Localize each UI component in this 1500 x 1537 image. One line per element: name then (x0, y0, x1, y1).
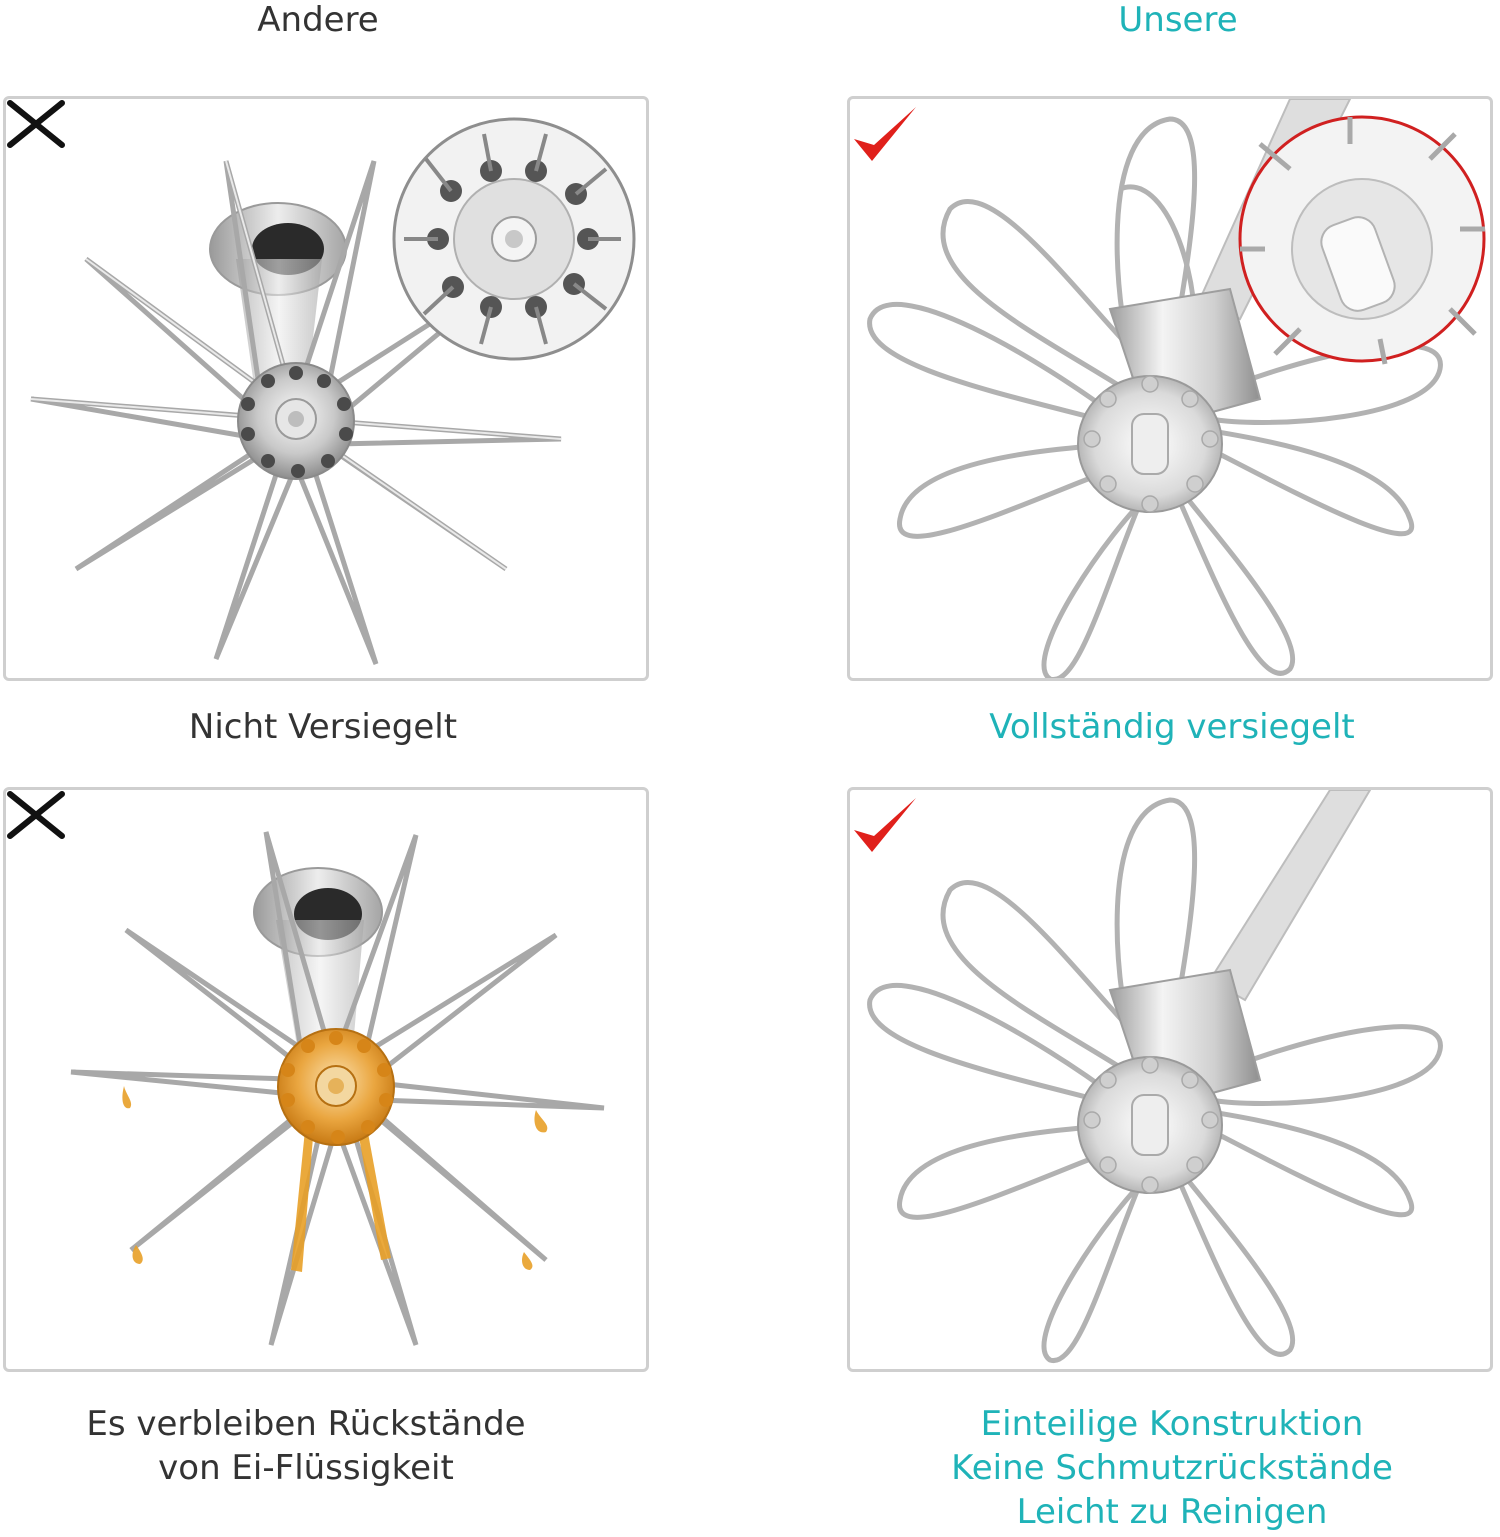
checkmark-icon (854, 107, 916, 161)
panel-competitor-unsealed (3, 96, 649, 681)
our-whisk-image (867, 99, 1486, 678)
caption-fully-sealed: Vollständig versiegelt (989, 707, 1355, 747)
panel-competitor-residue (3, 787, 649, 1372)
panel-ours-sealed (847, 96, 1493, 681)
our-whisk-one-piece-image (867, 790, 1443, 1363)
competitor-whisk-residue-image (70, 831, 605, 1346)
caption-one-piece-line-2: Keine Schmutzrückstände (951, 1448, 1393, 1488)
cross-icon (7, 791, 65, 839)
caption-one-piece-line-3: Leicht zu Reinigen (1016, 1492, 1328, 1532)
caption-residue-line-1: Es verbleiben Rückstände (86, 1404, 526, 1444)
caption-one-piece-line-1: Einteilige Konstruktion (980, 1404, 1364, 1444)
competitor-whisk-image (30, 117, 636, 665)
checkmark-icon (854, 798, 916, 852)
cross-icon (7, 100, 65, 148)
caption-residue: Es verbleiben Rückstände von Ei-Flüssigk… (0, 1402, 656, 1490)
caption-one-piece: Einteilige Konstruktion Keine Schmutzrüc… (822, 1402, 1500, 1534)
caption-residue-line-2: von Ei-Flüssigkeit (158, 1448, 454, 1488)
panel-ours-one-piece (847, 787, 1493, 1372)
header-others: Andere (257, 0, 379, 40)
header-ours: Unsere (1118, 0, 1238, 40)
caption-not-sealed: Nicht Versiegelt (188, 707, 458, 747)
